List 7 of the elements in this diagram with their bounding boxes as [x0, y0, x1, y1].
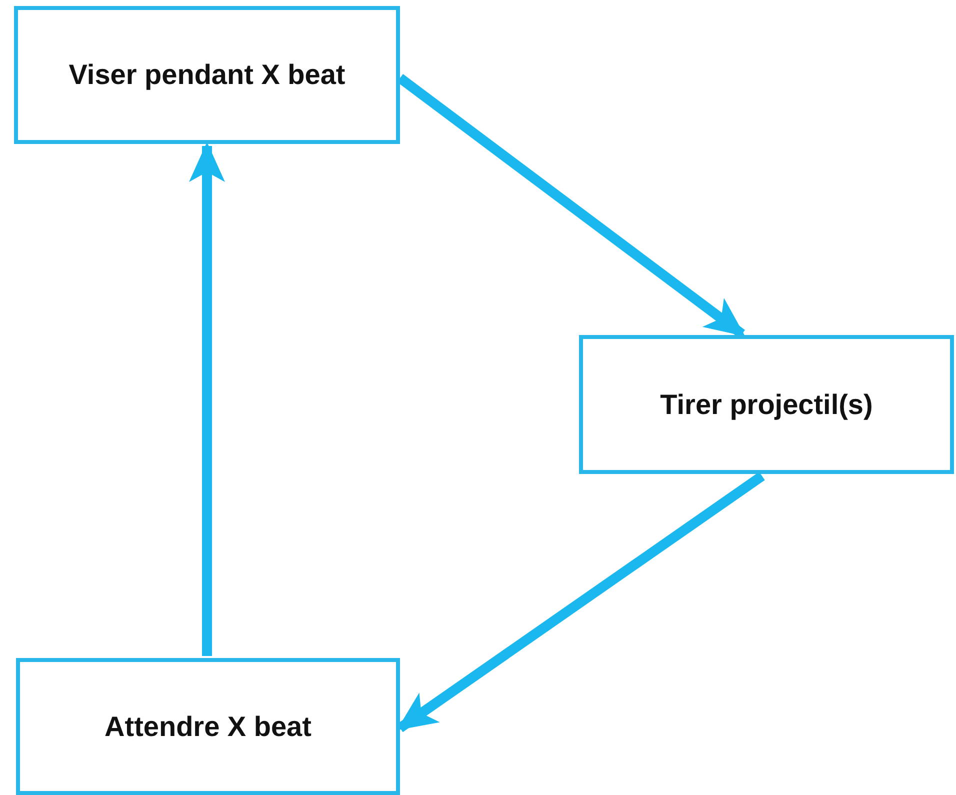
process-box — [16, 658, 400, 795]
arrow — [189, 142, 225, 656]
box-label: Attendre X beat — [104, 710, 312, 742]
process-box — [14, 6, 400, 144]
box-label: Tirer projectil(s) — [660, 388, 873, 420]
box-label: Viser pendant X beat — [68, 59, 346, 91]
process-box — [579, 335, 954, 474]
